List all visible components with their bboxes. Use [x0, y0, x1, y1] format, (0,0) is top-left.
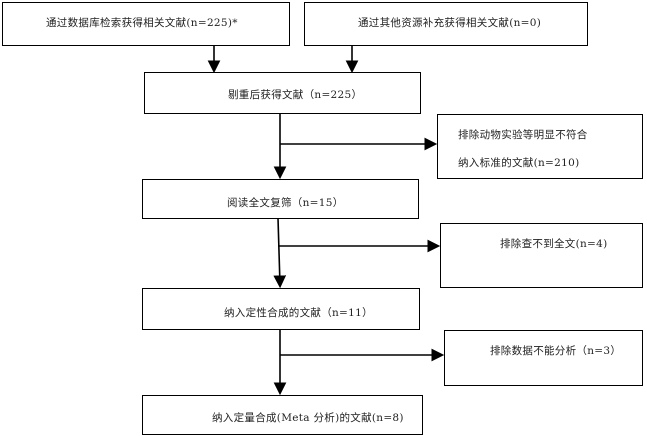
arrow-fulltext-to-qualitative — [273, 217, 287, 289]
quantitative-box — [142, 395, 423, 435]
quantitative-text: 纳入定量合成(Meta 分析)的文献(n=8) — [212, 412, 404, 424]
exclude-no-data-box — [444, 330, 643, 386]
other-sources-box — [304, 2, 588, 46]
database-search-text: 通过数据库检索获得相关文献(n=225)* — [46, 17, 238, 29]
exclude-animal-box — [437, 114, 643, 179]
fulltext-review-text: 阅读全文复筛（n=15） — [227, 197, 344, 209]
exclude-animal-text-line1: 排除动物实验等明显不符合 — [458, 129, 588, 141]
exclude-animal-text-line2: 纳入标准的文献(n=210) — [458, 157, 580, 169]
dedup-box — [144, 72, 421, 114]
other-sources-text: 通过其他资源补充获得相关文献(n=0) — [358, 17, 542, 29]
fulltext-review-box — [142, 179, 419, 219]
exclude-no-fulltext-box — [440, 223, 643, 288]
exclude-no-data-text: 排除数据不能分析（n=3） — [490, 345, 622, 357]
exclude-no-fulltext-text: 排除查不到全文(n=4) — [500, 238, 608, 250]
database-search-box — [2, 2, 290, 46]
qualitative-box — [142, 288, 420, 330]
qualitative-text: 纳入定性合成的文献（n=11） — [224, 307, 373, 319]
dedup-text: 剔重后获得文献（n=225） — [228, 89, 363, 101]
